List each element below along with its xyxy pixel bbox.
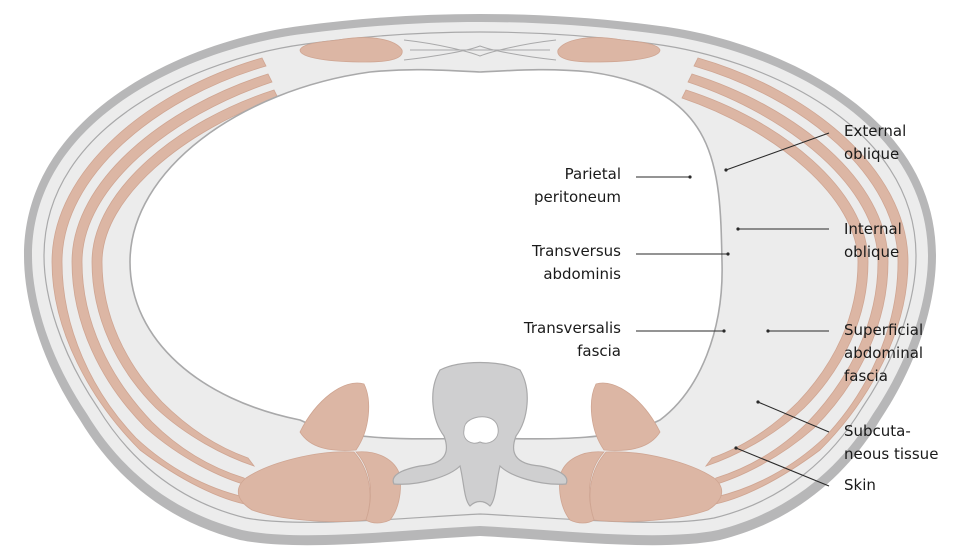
spinal-canal [464, 417, 498, 444]
label-subcutaneous-tissue: Subcuta-neous tissue [844, 420, 938, 466]
label-skin: Skin [844, 474, 876, 497]
